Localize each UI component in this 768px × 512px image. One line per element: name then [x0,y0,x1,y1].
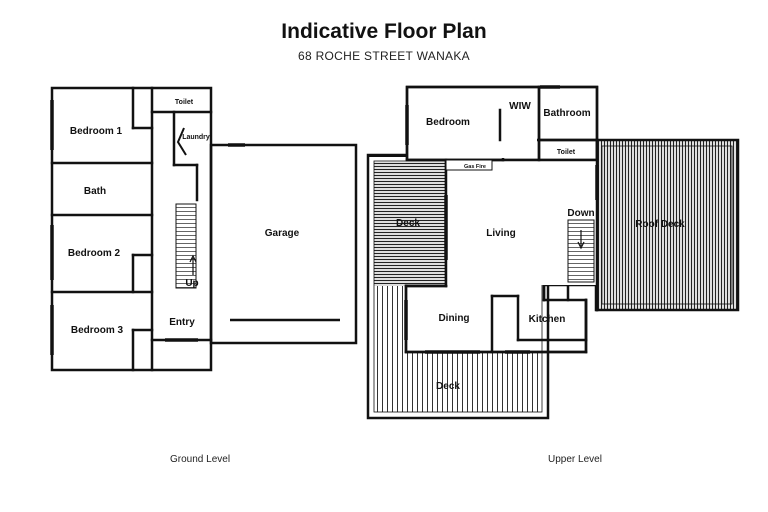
stairs-down-label: Down [567,208,594,219]
deck-left-label: Deck [396,218,420,229]
room-label-bath: Bath [84,186,106,197]
room-label-bedroom-1: Bedroom 1 [70,126,123,137]
gas-fire-label: Gas Fire [464,164,486,170]
ground-level-plan [50,86,213,372]
room-label-bathroom: Bathroom [543,108,590,119]
deck-bottom-hatch [374,352,542,412]
room-label-bedroom: Bedroom [426,117,470,128]
deck-left-hatch [374,161,446,286]
deck-bottom-label: Deck [436,381,460,392]
room-label-kitchen: Kitchen [529,314,566,325]
room-label-entry: Entry [169,317,195,328]
room-label-ground-toilet: Toilet [175,99,194,106]
ground-windows [50,100,245,355]
plan-title: Indicative Floor Plan [281,20,487,43]
upper-level-caption: Upper Level [548,454,602,465]
room-label-bedroom-3: Bedroom 3 [71,325,124,336]
room-label-upper-toilet: Toilet [557,149,576,156]
ground-level-caption: Ground Level [170,454,231,465]
roof-deck-label: Roof Deck [635,219,685,230]
room-label-dining: Dining [438,313,469,324]
room-label-living: Living [486,228,515,239]
upper-stairs [567,219,595,283]
upper-windows [404,85,599,354]
stairs-up-label: Up [185,278,198,289]
laundry-door [176,127,187,156]
ground-stairs [175,203,197,289]
room-label-garage: Garage [265,228,300,239]
plan-address: 68 ROCHE STREET WANAKA [298,49,470,63]
room-label-wiw: WIW [509,101,531,112]
gas-fire-box [445,159,493,171]
room-label-laundry: Laundry [182,134,210,141]
roof-deck-area [594,138,740,312]
garage-walls [209,143,358,345]
room-label-bedroom-2: Bedroom 2 [68,248,121,259]
